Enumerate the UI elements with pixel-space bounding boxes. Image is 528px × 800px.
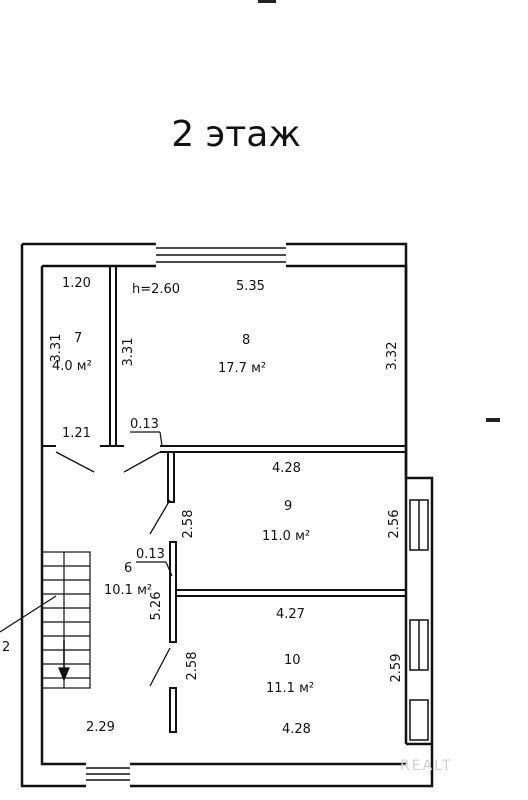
top-edge-mark [258,0,276,3]
dim-r9-right: 2.56 [387,510,402,539]
dim-r7-width: 1.20 [62,276,91,291]
room-8-number: 8 [242,333,250,348]
room-9-number: 9 [284,499,292,514]
dim-hall-top: 1.21 [62,426,91,441]
dim-r10-width-top: 4.27 [276,607,305,622]
room-6-area: 10.1 м² [104,583,152,598]
top-window [156,247,286,263]
dim-wall-thickness-a: 0.13 [130,417,159,432]
plan-title: 2 этаж [171,114,301,155]
room-7-number: 7 [74,331,82,346]
room-10-area: 11.1 м² [266,681,314,696]
room-6-number: 6 [124,561,132,576]
bottom-door [86,767,130,781]
interior-walls [42,265,406,733]
dim-r10-width-bottom: 4.28 [282,722,311,737]
staircase [41,551,91,689]
outer-walls [20,242,434,788]
dim-r10-left: 2.58 [185,652,200,681]
dim-bottom-left: 2.29 [86,720,115,735]
edge-label: 2 [2,640,10,655]
dim-r7-wall: 3.31 [121,338,136,367]
right-windows [409,499,429,741]
dim-wall-thickness-b: 0.13 [136,547,165,562]
leader-line [0,595,57,633]
dim-r9-width: 4.28 [272,461,301,476]
right-edge-mark [486,418,500,422]
thickness-leaders [130,431,173,577]
dim-r6-height: 5.26 [149,592,164,621]
dim-r7-height: 3.31 [49,334,64,363]
dim-r8-height: 3.32 [385,342,400,371]
watermark: REALT [400,758,453,774]
room-9-area: 11.0 м² [262,529,310,544]
door-swings [55,451,171,687]
ceiling-height: h=2.60 [132,282,180,297]
room-10-number: 10 [284,653,301,668]
dim-r10-right: 2.59 [389,654,404,683]
dim-r9-left: 2.58 [181,510,196,539]
room-7-area: 4.0 м² [52,359,92,374]
room-8-area: 17.7 м² [218,361,266,376]
dim-r8-width: 5.35 [236,279,265,294]
